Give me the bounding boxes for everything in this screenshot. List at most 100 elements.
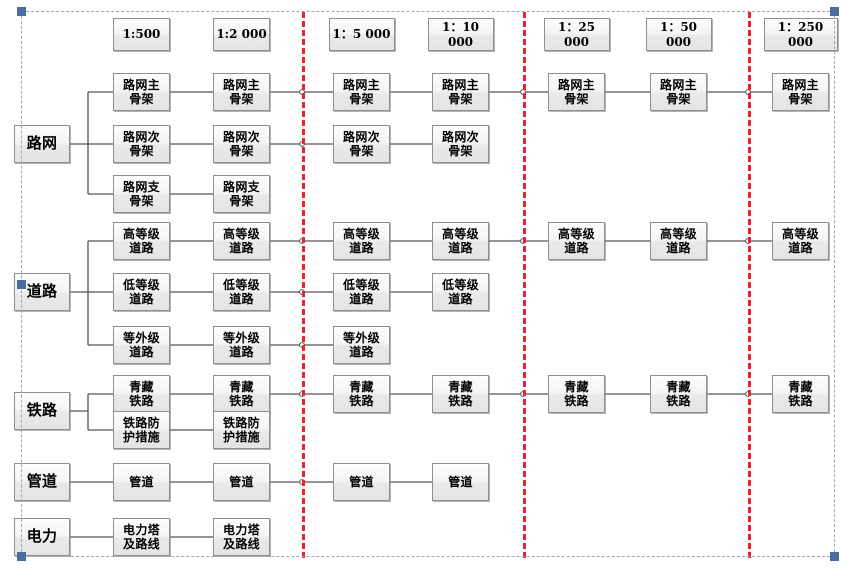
node-row-qinghai-tibet-s5000[interactable]: 青藏铁路 (333, 375, 390, 413)
node-row-road-net-sub-s500[interactable]: 路网次骨架 (113, 125, 170, 163)
node-label-line2: 骨架 (564, 92, 589, 106)
node-label-line2: 铁路 (788, 394, 813, 408)
scale-header-s5000[interactable]: 1：5 000 (328, 18, 395, 51)
node-label-line1: 路网主 (123, 77, 160, 92)
node-row-road-net-main-s250000[interactable]: 路网主骨架 (772, 73, 829, 111)
node-row-road-high-s5000[interactable]: 高等级道路 (333, 222, 390, 260)
node-row-qinghai-tibet-s10000[interactable]: 青藏铁路 (432, 375, 489, 413)
node-row-road-net-main-s500[interactable]: 路网主骨架 (113, 73, 170, 111)
node-row-road-substandard-s500[interactable]: 等外级道路 (113, 326, 170, 364)
scale-header-s25000[interactable]: 1：25 000 (543, 18, 610, 51)
node-label-line2: 道路 (349, 241, 374, 255)
node-label-line2: 及路线 (223, 537, 260, 551)
node-row-qinghai-tibet-s2000[interactable]: 青藏铁路 (213, 375, 270, 413)
node-row-pipeline-s10000[interactable]: 管道 (432, 463, 489, 501)
node-label-line2: 铁路 (564, 394, 589, 408)
node-row-road-net-main-s10000[interactable]: 路网主骨架 (432, 73, 489, 111)
node-label-line2: 骨架 (129, 92, 154, 106)
node-label-line1: 青藏 (129, 379, 154, 394)
node-row-power-tower-s2000[interactable]: 电力塔及路线 (213, 518, 270, 556)
node-label-line1: 青藏 (666, 379, 691, 394)
node-label-line1: 低等级 (223, 277, 260, 292)
node-row-road-high-s25000[interactable]: 高等级道路 (548, 222, 605, 260)
scale-header-s50000[interactable]: 1：50 000 (645, 18, 712, 51)
node-row-pipeline-s2000[interactable]: 管道 (213, 463, 270, 501)
node-row-qinghai-tibet-s250000[interactable]: 青藏铁路 (772, 375, 829, 413)
cat-road[interactable]: 道路 (14, 273, 70, 311)
node-label-line1: 青藏 (448, 379, 473, 394)
node-label-line2: 道路 (349, 345, 374, 359)
node-label-line1: 管道 (349, 474, 374, 489)
node-row-qinghai-tibet-s25000[interactable]: 青藏铁路 (548, 375, 605, 413)
node-row-road-low-s2000[interactable]: 低等级道路 (213, 273, 270, 311)
node-row-road-net-sub-s10000[interactable]: 路网次骨架 (432, 125, 489, 163)
node-row-pipeline-s500[interactable]: 管道 (113, 463, 170, 501)
node-label-line1: 低等级 (343, 277, 380, 292)
node-label-line1: 路网次 (442, 129, 479, 144)
cat-railway[interactable]: 铁路 (14, 392, 70, 430)
node-label-line1: 管道 (129, 474, 154, 489)
node-label-line2: 铁路 (229, 394, 254, 408)
node-row-road-low-s5000[interactable]: 低等级道路 (333, 273, 390, 311)
node-row-road-high-s500[interactable]: 高等级道路 (113, 222, 170, 260)
node-row-road-high-s2000[interactable]: 高等级道路 (213, 222, 270, 260)
node-row-road-low-s500[interactable]: 低等级道路 (113, 273, 170, 311)
node-label-line1: 青藏 (349, 379, 374, 394)
node-row-road-net-branch-s500[interactable]: 路网支骨架 (113, 175, 170, 213)
node-row-road-net-sub-s5000[interactable]: 路网次骨架 (333, 125, 390, 163)
cat-power[interactable]: 电力 (14, 518, 70, 556)
node-row-road-net-main-s2000[interactable]: 路网主骨架 (213, 73, 270, 111)
node-label-line1: 青藏 (564, 379, 589, 394)
node-label-line2: 道路 (448, 292, 473, 306)
node-label-line2: 骨架 (788, 92, 813, 106)
node-row-qinghai-tibet-s500[interactable]: 青藏铁路 (113, 375, 170, 413)
node-label-line2: 及路线 (123, 537, 160, 551)
node-row-road-substandard-s5000[interactable]: 等外级道路 (333, 326, 390, 364)
node-label-line2: 铁路 (349, 394, 374, 408)
node-row-power-tower-s500[interactable]: 电力塔及路线 (113, 518, 170, 556)
node-label-line1: 路网主 (782, 77, 819, 92)
node-label-line2: 道路 (564, 241, 589, 255)
node-label-line1: 高等级 (343, 226, 380, 241)
node-label-line2: 道路 (788, 241, 813, 255)
cat-road-net[interactable]: 路网 (14, 125, 70, 163)
node-label-line2: 骨架 (448, 144, 473, 158)
node-row-road-net-sub-s2000[interactable]: 路网次骨架 (213, 125, 270, 163)
node-row-rail-protect-s500[interactable]: 铁路防护措施 (113, 411, 170, 449)
node-row-road-high-s50000[interactable]: 高等级道路 (650, 222, 707, 260)
node-label-line2: 道路 (229, 241, 254, 255)
node-label-line1: 高等级 (223, 226, 260, 241)
node-label-line1: 低等级 (123, 277, 160, 292)
node-label-line1: 路网次 (123, 129, 160, 144)
node-label-line2: 道路 (349, 292, 374, 306)
node-row-road-net-main-s50000[interactable]: 路网主骨架 (650, 73, 707, 111)
node-label-line1: 路网支 (223, 179, 260, 194)
node-label-line1: 等外级 (223, 330, 260, 345)
node-row-pipeline-s5000[interactable]: 管道 (333, 463, 390, 501)
node-row-qinghai-tibet-s50000[interactable]: 青藏铁路 (650, 375, 707, 413)
node-label-line1: 路网主 (343, 77, 380, 92)
node-row-road-low-s10000[interactable]: 低等级道路 (432, 273, 489, 311)
node-label-line2: 道路 (129, 345, 154, 359)
node-row-road-high-s250000[interactable]: 高等级道路 (772, 222, 829, 260)
node-label-line2: 骨架 (349, 92, 374, 106)
scale-header-s250000[interactable]: 1：250 000 (763, 18, 838, 51)
scale-header-s500[interactable]: 1:500 (113, 18, 170, 51)
node-label-line1: 管道 (448, 474, 473, 489)
node-row-road-net-main-s25000[interactable]: 路网主骨架 (548, 73, 605, 111)
divider-1 (302, 12, 305, 558)
node-label-line1: 等外级 (123, 330, 160, 345)
node-row-road-net-branch-s2000[interactable]: 路网支骨架 (213, 175, 270, 213)
cat-pipeline[interactable]: 管道 (14, 463, 70, 501)
node-label-line2: 道路 (448, 241, 473, 255)
node-row-rail-protect-s2000[interactable]: 铁路防护措施 (213, 411, 270, 449)
node-label-line1: 等外级 (343, 330, 380, 345)
scale-header-s10000[interactable]: 1：10 000 (427, 18, 494, 51)
scale-header-s2000[interactable]: 1:2 000 (213, 18, 270, 51)
divider-3 (748, 12, 751, 558)
node-row-road-net-main-s5000[interactable]: 路网主骨架 (333, 73, 390, 111)
node-row-road-high-s10000[interactable]: 高等级道路 (432, 222, 489, 260)
node-row-road-substandard-s2000[interactable]: 等外级道路 (213, 326, 270, 364)
